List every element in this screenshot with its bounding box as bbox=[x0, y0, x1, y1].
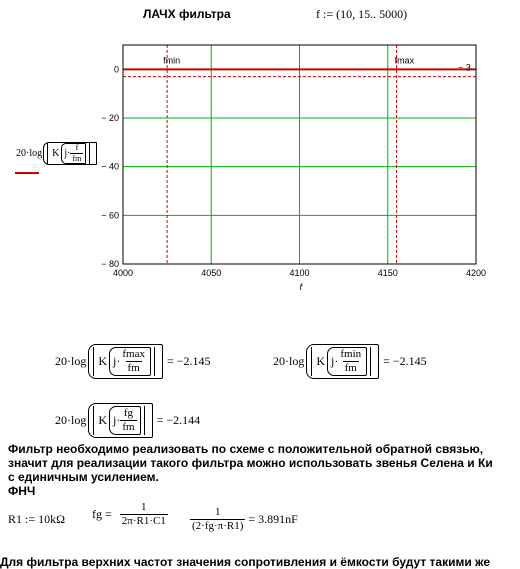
fg-lhs: fg = bbox=[92, 507, 112, 521]
abs-bar-right bbox=[153, 347, 158, 376]
legend-line-red bbox=[15, 172, 39, 174]
fmin-label: fmin bbox=[163, 55, 180, 65]
result-fmin-value: = −2.145 bbox=[383, 354, 427, 368]
abs-bar-left bbox=[311, 347, 315, 376]
result-fmax-k: K bbox=[98, 354, 108, 368]
result-fg-inner: j· fg fm bbox=[109, 406, 141, 435]
result-fmax[interactable]: 20·log K j· fmax fm = −2.145 bbox=[55, 344, 211, 379]
result-fmin-j: j· bbox=[331, 354, 339, 368]
plot-frame bbox=[122, 44, 477, 265]
result-fmax-num: fmax bbox=[122, 348, 145, 360]
y-label-j: j· bbox=[64, 148, 71, 159]
y-label-fraction: f fm bbox=[70, 143, 84, 163]
abs-bar-right bbox=[370, 347, 374, 376]
fg-formula[interactable]: fg = 1 2π·R1·C1 bbox=[92, 502, 168, 527]
y-label-den: fm bbox=[70, 153, 84, 163]
fg-den: 2π·R1·C1 bbox=[119, 514, 168, 527]
fmax-label: fmax bbox=[395, 55, 415, 65]
x-tick-label: 4100 bbox=[289, 268, 309, 278]
abs-bar-left bbox=[93, 347, 97, 376]
x-tick-label: 4150 bbox=[378, 268, 398, 278]
x-axis-label: f bbox=[300, 282, 304, 292]
c-value: = 3.891nF bbox=[248, 512, 298, 526]
minus3-label: − 3 bbox=[458, 62, 471, 72]
x-tick-label: 4200 bbox=[466, 268, 486, 278]
c-den: (2·fg·π·R1) bbox=[190, 519, 246, 532]
chart-title: ЛАЧХ фильтра bbox=[143, 7, 231, 21]
x-tick-label: 4000 bbox=[113, 268, 133, 278]
fg-fraction: 1 2π·R1·C1 bbox=[119, 501, 168, 527]
y-label-paren: K j· f fm bbox=[43, 142, 98, 165]
result-fg-j: j· bbox=[113, 413, 121, 427]
description-line-4: ФНЧ bbox=[8, 484, 36, 498]
description-line-1: Фильтр необходимо реализовать по схеме с… bbox=[8, 442, 484, 456]
result-fmin-inner: j· fmin fm bbox=[327, 347, 368, 376]
result-fmin-prefix: 20·log bbox=[273, 354, 305, 368]
result-fmax-inner: j· fmax fm bbox=[109, 347, 151, 376]
y-label-num: f bbox=[75, 143, 79, 152]
abs-bar-right bbox=[143, 406, 148, 435]
result-fmin-paren: K j· fmin fm bbox=[306, 344, 380, 379]
y-tick-label: − 60 bbox=[101, 210, 119, 220]
x-tick-label: 4050 bbox=[201, 268, 221, 278]
result-fg-k: K bbox=[98, 413, 108, 427]
result-fg-den: fm bbox=[120, 420, 137, 433]
range-definition[interactable]: f := (10, 15.. 5000) bbox=[316, 7, 408, 21]
abs-bar-left bbox=[93, 406, 97, 435]
y-tick-label: 0 bbox=[114, 64, 119, 74]
abs-bar-right bbox=[89, 143, 93, 164]
y-label-prefix: 20·log bbox=[16, 148, 43, 159]
abs-bar-left bbox=[47, 143, 51, 164]
result-fmin-k: K bbox=[316, 354, 326, 368]
y-axis-label: 20·log K j· f fm bbox=[16, 142, 98, 165]
result-fmax-den: fm bbox=[125, 361, 142, 374]
result-fmax-value: = −2.145 bbox=[166, 354, 211, 368]
result-fmin-fraction: fmin fm bbox=[338, 349, 363, 374]
description-block: Фильтр необходимо реализовать по схеме с… bbox=[8, 442, 516, 498]
result-fmin-num: fmin bbox=[340, 348, 362, 360]
y-tick-label: − 80 bbox=[101, 259, 119, 269]
c-formula[interactable]: 1 (2·fg·π·R1) = 3.891nF bbox=[190, 502, 298, 532]
c-num: 1 bbox=[214, 506, 221, 518]
description-line-3: с единичным усилением. bbox=[8, 470, 159, 484]
description-line-2: значит для реализации такого фильтра мож… bbox=[8, 456, 493, 470]
result-fmax-j: j· bbox=[113, 354, 121, 368]
y-tick-label: − 40 bbox=[101, 162, 119, 172]
result-fmin-den: fm bbox=[342, 361, 359, 374]
result-fg-prefix: 20·log bbox=[55, 413, 87, 427]
result-fmax-fraction: fmax fm bbox=[120, 349, 147, 374]
y-label-k: K bbox=[52, 148, 60, 159]
result-fg-value: = −2.144 bbox=[156, 413, 201, 427]
result-fg-paren: K j· fg fm bbox=[88, 403, 153, 438]
c-fraction: 1 (2·fg·π·R1) bbox=[190, 506, 246, 532]
y-tick-label: − 20 bbox=[101, 113, 119, 123]
result-fg[interactable]: 20·log K j· fg fm = −2.144 bbox=[55, 403, 200, 438]
result-fmax-paren: K j· fmax fm bbox=[88, 344, 163, 379]
r1-definition[interactable]: R1 := 10kΩ bbox=[8, 512, 66, 526]
lachh-plot[interactable]: 4000 4050 4100 4150 4200 0 − 20 − 40 − 60 − 80 fm… bbox=[0, 30, 520, 300]
result-fmin[interactable]: 20·log K j· fmin fm = −2.145 bbox=[273, 344, 427, 379]
footer-text: Для фильтра верхних частот значения сопр… bbox=[0, 555, 491, 569]
result-fmax-prefix: 20·log bbox=[55, 354, 87, 368]
result-fg-fraction: fg fm bbox=[120, 407, 137, 433]
result-fg-num: fg bbox=[123, 407, 134, 419]
plot-svg: 4000 4050 4100 4150 4200 0 − 20 − 40 − 60 − 80 fm… bbox=[101, 44, 486, 292]
y-label-inner-paren: j· f fm bbox=[61, 143, 87, 164]
fg-num: 1 bbox=[141, 501, 147, 513]
